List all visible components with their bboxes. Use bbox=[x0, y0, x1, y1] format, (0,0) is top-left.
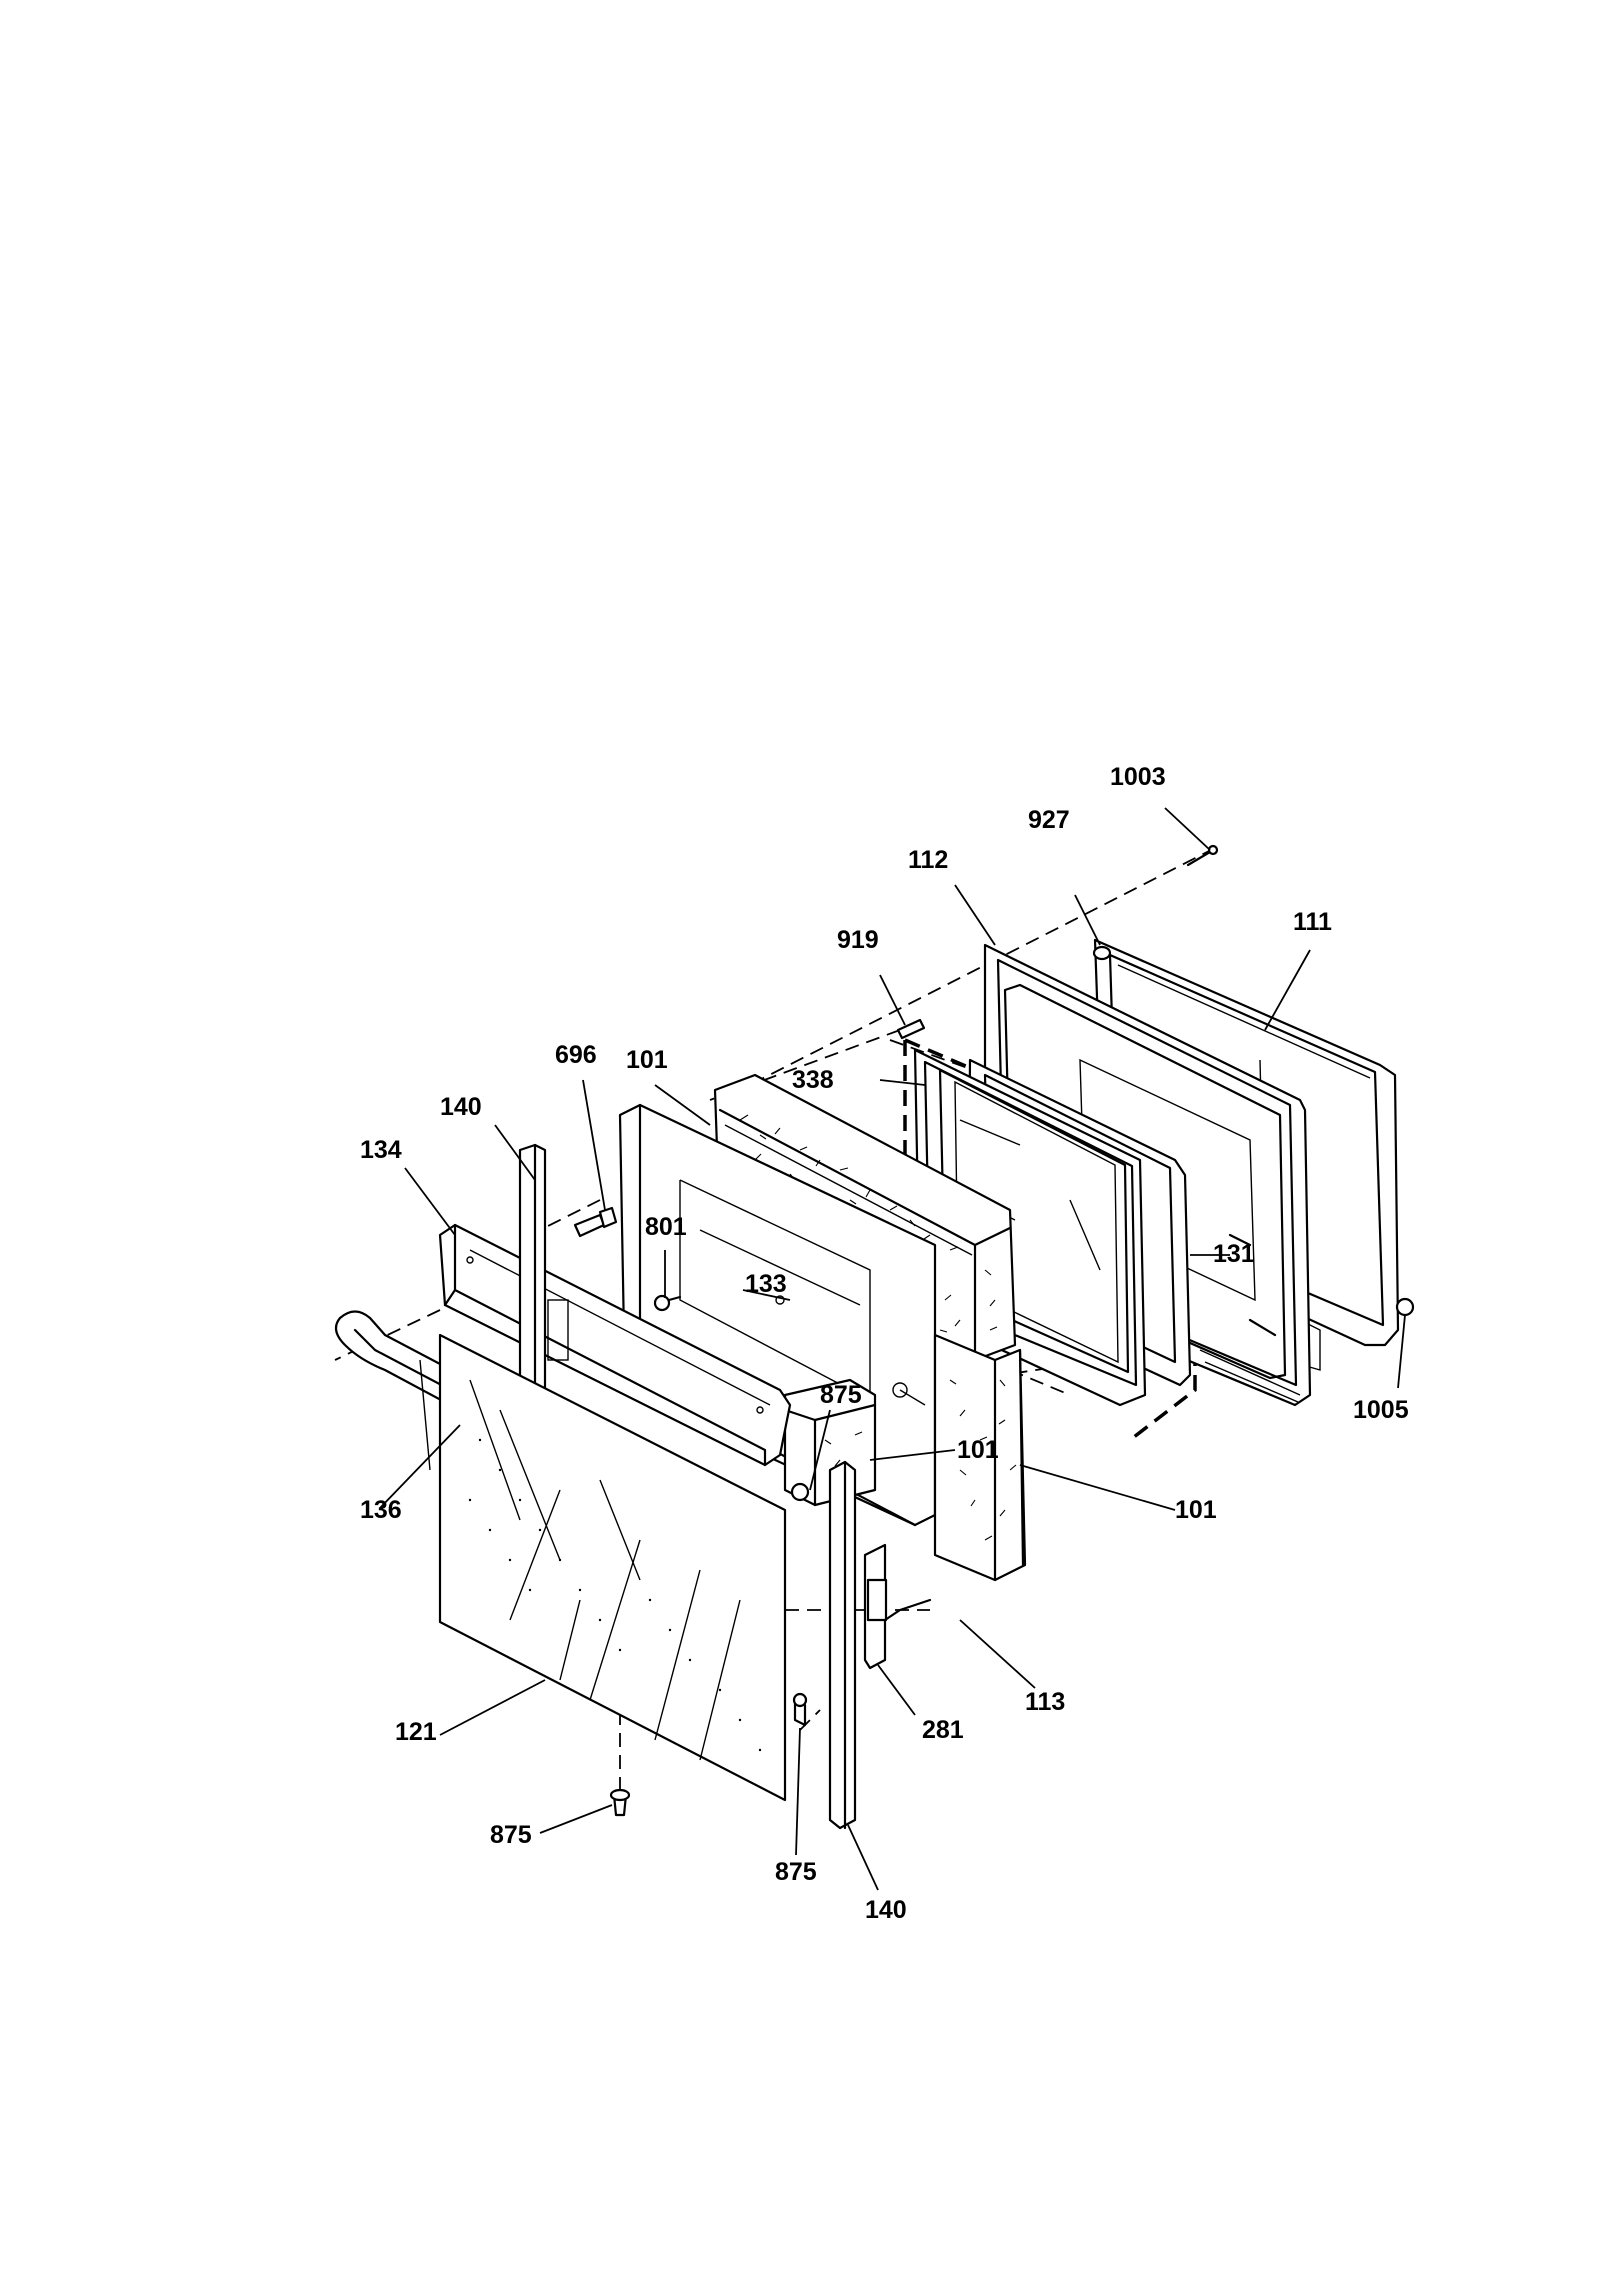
callout-101-lower: 101 bbox=[1175, 1496, 1217, 1524]
leader-lines bbox=[379, 807, 1406, 1891]
screw-696 bbox=[573, 1206, 618, 1238]
callout-111: 111 bbox=[1293, 908, 1332, 936]
callout-136: 136 bbox=[360, 1496, 402, 1524]
callout-875-mid: 875 bbox=[820, 1381, 862, 1409]
callout-140-left: 140 bbox=[440, 1093, 482, 1121]
callout-140-right: 140 bbox=[865, 1896, 907, 1924]
callout-131: 131 bbox=[1213, 1240, 1255, 1268]
callout-121: 121 bbox=[395, 1718, 437, 1746]
screw-875-lower bbox=[792, 1692, 808, 1727]
callout-134: 134 bbox=[360, 1136, 402, 1164]
outer-front-panel-121 bbox=[438, 1333, 787, 1802]
callout-133: 133 bbox=[745, 1270, 787, 1298]
callout-338: 338 bbox=[792, 1066, 834, 1094]
screw-1005 bbox=[1395, 1297, 1415, 1317]
callout-919: 919 bbox=[837, 926, 879, 954]
callout-1005: 1005 bbox=[1353, 1396, 1409, 1424]
side-channel-140-right bbox=[828, 1460, 857, 1830]
callout-281: 281 bbox=[922, 1716, 964, 1744]
screw-801 bbox=[653, 1294, 682, 1312]
callout-112: 112 bbox=[908, 846, 948, 874]
screw-875-bottom bbox=[609, 1788, 631, 1817]
callout-875-lower: 875 bbox=[775, 1858, 817, 1886]
callout-101-block: 101 bbox=[957, 1436, 999, 1464]
callout-101-upper: 101 bbox=[626, 1046, 668, 1074]
callout-696: 696 bbox=[555, 1041, 597, 1069]
part-callouts: 1003 927 112 111 919 338 696 140 101 134… bbox=[360, 763, 1409, 1924]
callout-801: 801 bbox=[645, 1213, 687, 1241]
washer-927 bbox=[1092, 945, 1112, 961]
screw-1003 bbox=[1186, 844, 1219, 867]
insulation-panel-101-lower bbox=[933, 1333, 1027, 1582]
callout-113: 113 bbox=[1025, 1688, 1065, 1716]
callout-875-bottom: 875 bbox=[490, 1821, 532, 1849]
screw-875-mid bbox=[790, 1482, 810, 1502]
screws bbox=[573, 844, 1415, 1817]
callout-927: 927 bbox=[1028, 806, 1070, 834]
callout-1003: 1003 bbox=[1110, 763, 1166, 791]
hinge-281 bbox=[863, 1543, 932, 1670]
pin-919 bbox=[896, 1018, 926, 1040]
